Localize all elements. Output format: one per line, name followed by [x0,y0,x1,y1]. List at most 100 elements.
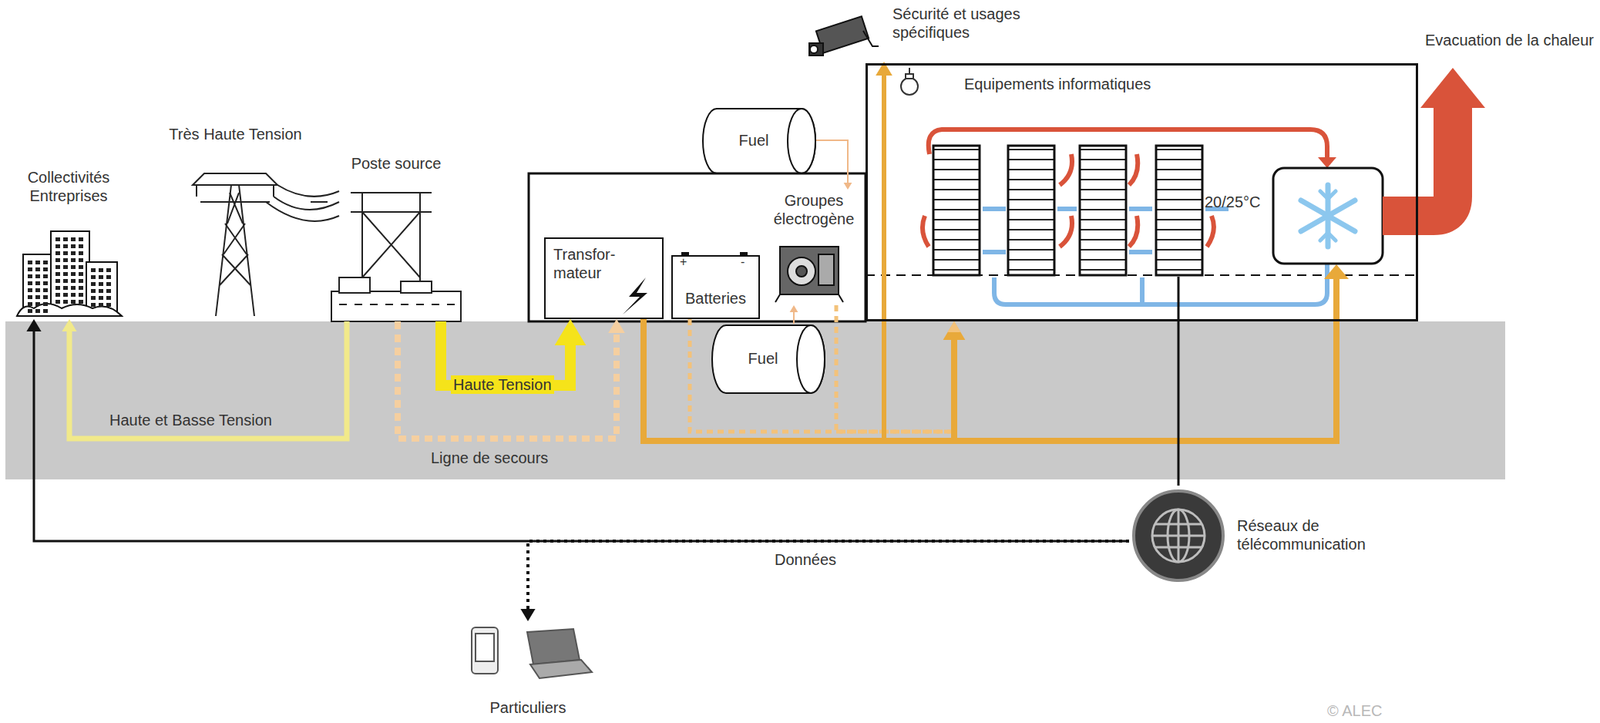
arrow-head [554,319,587,346]
window [90,302,96,307]
window [78,244,84,249]
window [35,267,41,272]
node-text: Groupes électrogène [766,191,861,229]
window [27,274,33,279]
window [55,258,61,263]
users-node: Particuliers [462,621,594,720]
window [63,237,68,242]
window [78,258,84,263]
window [78,278,84,283]
building-icon [16,231,122,316]
window [70,251,76,256]
window [63,244,68,249]
arrow-head [61,319,77,332]
window [43,309,48,313]
pylon-node: Très Haute Tension [160,124,311,322]
connector [397,321,617,439]
battery-minus: - [740,255,745,269]
connector [836,305,955,432]
building-node: Collectivités Entreprises [10,168,127,320]
transformer-fill [544,237,664,320]
window [98,295,104,300]
window [106,275,111,279]
window [43,295,48,300]
arrow-head [947,321,962,333]
window [78,237,84,242]
window [55,292,61,297]
camera-icon [809,16,879,56]
window [63,251,68,256]
window [70,299,76,304]
window [63,299,68,304]
window [106,282,111,286]
window [43,288,48,293]
window [55,278,61,283]
window [27,309,33,313]
substation-icon [331,192,461,322]
server-room: Equipements informatiques [865,63,1419,322]
node-text: Equipements informatiques [964,74,1211,94]
node-text: Transfor- mateur [553,245,631,283]
battery-plus: + [679,255,687,269]
window [70,244,76,249]
building-windows [27,237,111,313]
window [106,268,111,273]
arrow-head [789,305,799,313]
window [35,260,41,265]
window [90,275,96,279]
node-text: Poste source [327,154,465,173]
window [27,267,33,272]
window [78,265,84,269]
node-text: Collectivités Entreprises [10,168,127,206]
arrow-head [608,319,626,333]
connector [793,311,795,324]
temperature-label: 20/25°C [1204,192,1261,212]
arrow-head [843,182,853,190]
window [70,292,76,297]
copyright: © ALEC [1327,701,1382,720]
window [78,292,84,297]
window [70,265,76,269]
window [70,285,76,290]
generator-node: Groupes électrogène [766,189,861,306]
window [70,278,76,283]
edge-label: Données [772,550,839,569]
hot-air [922,129,1328,247]
lightning-symbol [622,277,648,315]
connector [643,319,955,441]
connector [816,140,848,184]
edge-label: Haute Tension [450,375,555,394]
edge-label: Haute et Basse Tension [107,410,275,430]
node-text: Très Haute Tension [160,124,311,144]
power-room [528,173,866,322]
globe-icon [1133,490,1224,581]
window [43,260,48,265]
window [63,258,68,263]
connector [69,321,347,439]
window [106,302,111,307]
arrow-head [947,321,962,333]
window [27,281,33,286]
arrow-head [26,319,41,332]
window [35,288,41,293]
window [35,274,41,279]
window [55,251,61,256]
window [78,272,84,276]
ground-band [5,321,1506,480]
window [55,237,61,242]
cooling-unit [1273,168,1383,264]
telecom-link [1177,276,1180,322]
window [63,285,68,290]
window [55,265,61,269]
window [55,244,61,249]
window [55,285,61,290]
connector [310,201,328,203]
window [43,267,48,272]
window [98,289,104,293]
heat-label: Evacuation de la chaleur [1425,30,1594,50]
connector [689,319,955,432]
node-text: Fuel [699,131,808,150]
arrow-head [943,321,966,340]
window [98,275,104,279]
